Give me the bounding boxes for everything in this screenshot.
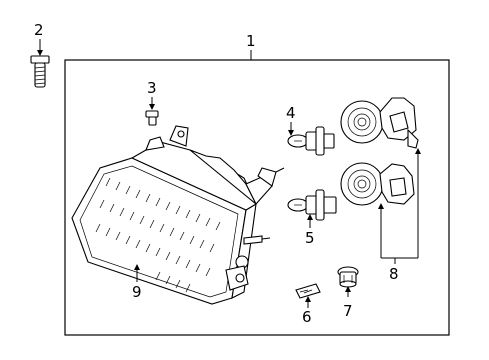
clip-part: [145, 110, 159, 126]
callout-6: 6: [302, 308, 312, 326]
leader-8-bracket: [378, 148, 421, 264]
leader-5-arrowhead: [307, 214, 313, 220]
callout-7: 7: [343, 302, 353, 320]
headlamp-housing: [71, 125, 285, 305]
callout-5: 5: [305, 229, 315, 247]
callout-4: 4: [286, 104, 296, 122]
leader-2-arrowhead: [37, 50, 43, 56]
leader-4-arrowhead: [288, 130, 294, 136]
bolt-part: [30, 55, 50, 88]
leader-7-arrowhead: [345, 286, 351, 292]
leader-9-arrowhead: [134, 264, 140, 270]
socket-upper-part: [340, 97, 419, 149]
assembly-frame: [64, 59, 450, 336]
bulb-4-part: [287, 126, 335, 156]
callout-2: 2: [34, 21, 44, 39]
callout-1: 1: [246, 32, 256, 50]
socket-lower-part: [340, 162, 415, 206]
callout-3: 3: [147, 79, 157, 97]
callout-8: 8: [389, 265, 399, 283]
callout-9: 9: [132, 283, 142, 301]
leader-3-arrowhead: [149, 104, 155, 110]
socket-7-part: [337, 266, 359, 288]
leader-6-arrowhead: [305, 296, 311, 302]
bulb-6-part: [295, 283, 321, 299]
bulb-5-part: [287, 189, 337, 221]
